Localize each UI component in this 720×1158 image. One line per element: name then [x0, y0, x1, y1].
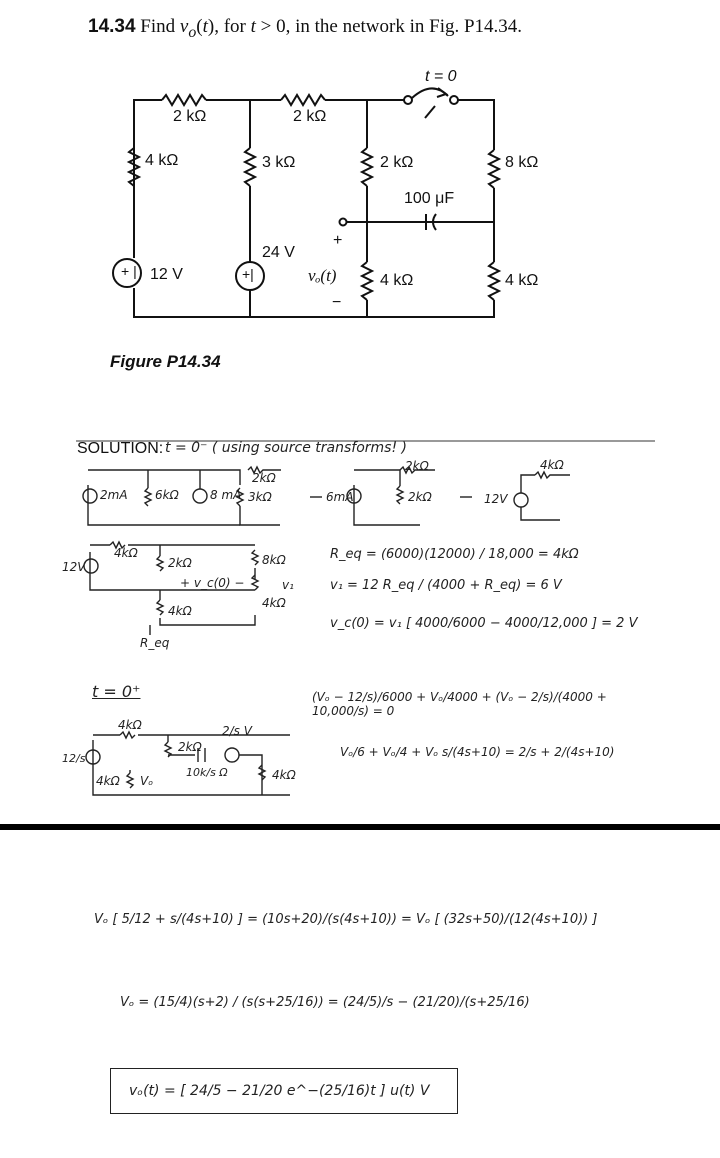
label-r-top1: 2 kΩ — [173, 108, 207, 125]
problem-text: Find vo(t), for t > 0, in the network in… — [140, 16, 523, 41]
c2-req: R_eq — [140, 636, 170, 650]
c3-4k3: 4kΩ — [272, 768, 296, 782]
s1-6k: 6kΩ — [155, 488, 179, 502]
s1-8mA: 8 mA — [210, 488, 242, 502]
label-r-left: 4 kΩ — [145, 152, 179, 169]
s1-2mA: 2mA — [100, 488, 128, 502]
label-minus: − — [332, 294, 342, 311]
eq7: Vₒ = (15/4)(s+2) / (s(s+25/16)) = (24/5)… — [120, 995, 530, 1010]
c2-8k: 8kΩ — [262, 553, 286, 567]
label-src2: 24 V — [262, 244, 295, 261]
solution-header: SOLUTION: — [77, 440, 164, 457]
problem-number: 14.34 — [88, 16, 136, 37]
figure-caption: Figure P14.34 — [110, 352, 221, 371]
c2-v1: v₁ — [282, 578, 294, 592]
label-switch: t = 0 — [425, 68, 457, 85]
c3-125: 12/s — [62, 752, 86, 765]
s2-2k: 2kΩ — [408, 490, 432, 504]
s2-6mA: 6mA — [326, 490, 354, 504]
eq5: Vₒ/6 + Vₒ/4 + Vₒ s/(4s+10) = 2/s + 2/(4s… — [340, 745, 615, 759]
page-separator — [0, 824, 720, 830]
eq6: Vₒ [ 5/12 + s/(4s+10) ] = (10s+20)/(s(4s… — [94, 912, 598, 927]
c2-4k2: 4kΩ — [168, 604, 192, 618]
c2-vc: + v_c(0) − — [180, 576, 245, 590]
label-cap: 100 μF — [404, 190, 455, 207]
c3-25v: 2/s V — [222, 724, 252, 738]
sol-t0minus: t = 0⁻ ( using source transforms! ) — [165, 440, 407, 456]
eq3a: v_c(0) = v₁ [ 4000/6000 − 4000/12,000 ] … — [330, 616, 638, 631]
s1-3k: 3kΩ — [248, 490, 272, 504]
c2-4k: 4kΩ — [114, 546, 138, 560]
eq2: v₁ = 12 R_eq / (4000 + R_eq) = 6 V — [330, 578, 562, 593]
c2-2k: 2kΩ — [168, 556, 192, 570]
eq8-boxed-answer: vₒ(t) = [ 24/5 − 21/20 e^−(25/16)t ] u(t… — [110, 1068, 458, 1114]
c3-10k: 10k/s Ω — [186, 766, 228, 779]
src2-sign: +| — [242, 266, 254, 282]
label-r-c1: 2 kΩ — [380, 154, 414, 171]
label-r-mid: 3 kΩ — [262, 154, 296, 171]
label-vo: vₒ(t) — [308, 266, 337, 285]
c3-4k2: 4kΩ — [96, 774, 120, 788]
c2-4kb: 4kΩ — [262, 596, 286, 610]
s2-2ka: 2kΩ — [405, 459, 429, 473]
circuit-diagram — [76, 87, 655, 796]
label-r-right-top: 8 kΩ — [505, 154, 539, 171]
label-src1: 12 V — [150, 266, 183, 283]
src1-sign: + | — [121, 263, 137, 279]
eq1: R_eq = (6000)(12000) / 18,000 = 4kΩ — [330, 547, 579, 562]
s1-2k: 2kΩ — [252, 471, 276, 485]
c2-12v: 12V — [62, 560, 86, 574]
c3-2k: 2kΩ — [178, 740, 202, 754]
c3-4k: 4kΩ — [118, 718, 142, 732]
eq4: (Vₒ − 12/s)/6000 + Vₒ/4000 + (Vₒ − 2/s)/… — [312, 690, 607, 718]
label-r-c2: 4 kΩ — [380, 272, 414, 289]
s3-4k: 4kΩ — [540, 458, 564, 472]
c3-vo: Vₒ — [140, 774, 154, 788]
label-r-top2: 2 kΩ — [293, 108, 327, 125]
problem-statement: 14.34 Find vo(t), for t > 0, in the netw… — [88, 16, 522, 42]
s3-12v: 12V — [484, 492, 508, 506]
label-r-right-bot: 4 kΩ — [505, 272, 539, 289]
label-plus: + — [333, 232, 343, 249]
t0plus: t = 0⁺ — [92, 682, 141, 701]
